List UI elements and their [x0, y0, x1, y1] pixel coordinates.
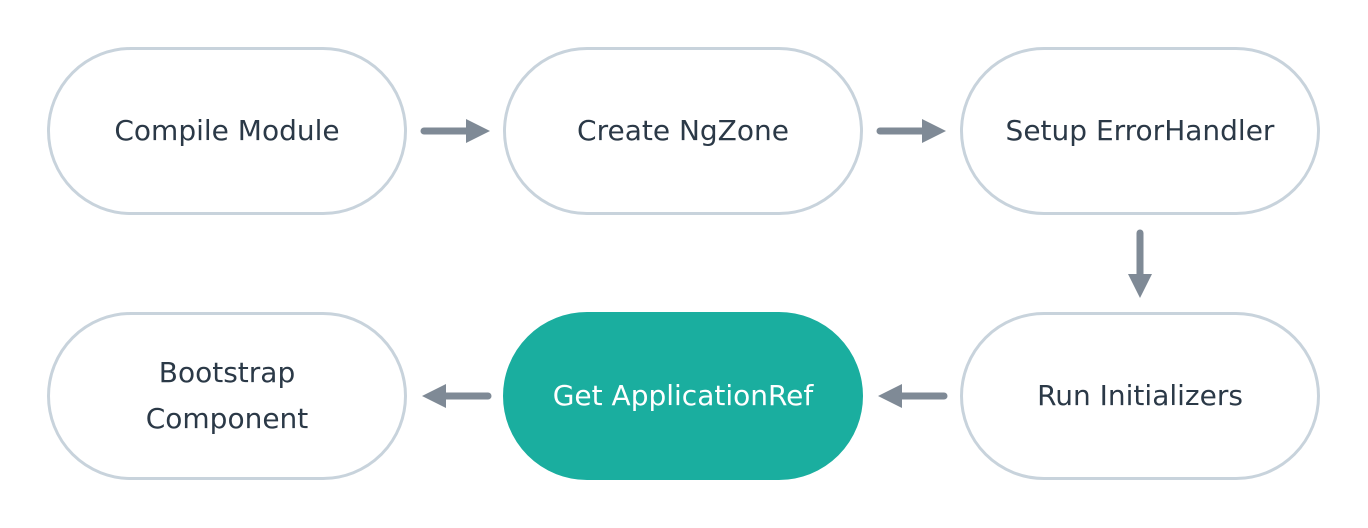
node-label: Compile Module — [114, 114, 340, 147]
node-run-initializers: Run Initializers — [960, 312, 1320, 480]
node-label: Bootstrap Component — [145, 356, 309, 435]
node-label: Create NgZone — [577, 114, 789, 147]
arrow-left-icon — [878, 384, 948, 408]
arrow-left-icon — [422, 384, 492, 408]
arrow-down-icon — [1128, 229, 1152, 298]
node-compile-module: Compile Module — [47, 47, 407, 215]
node-create-ngzone: Create NgZone — [503, 47, 863, 215]
node-bootstrap-component: Bootstrap Component — [47, 312, 407, 480]
arrow-right-icon — [420, 119, 490, 143]
arrow-right-icon — [876, 119, 946, 143]
node-label: Run Initializers — [1037, 379, 1243, 412]
node-setup-errorhandler: Setup ErrorHandler — [960, 47, 1320, 215]
node-label: Setup ErrorHandler — [1005, 114, 1275, 147]
node-label: Get ApplicationRef — [552, 379, 814, 412]
node-get-applicationref: Get ApplicationRef — [503, 312, 863, 480]
